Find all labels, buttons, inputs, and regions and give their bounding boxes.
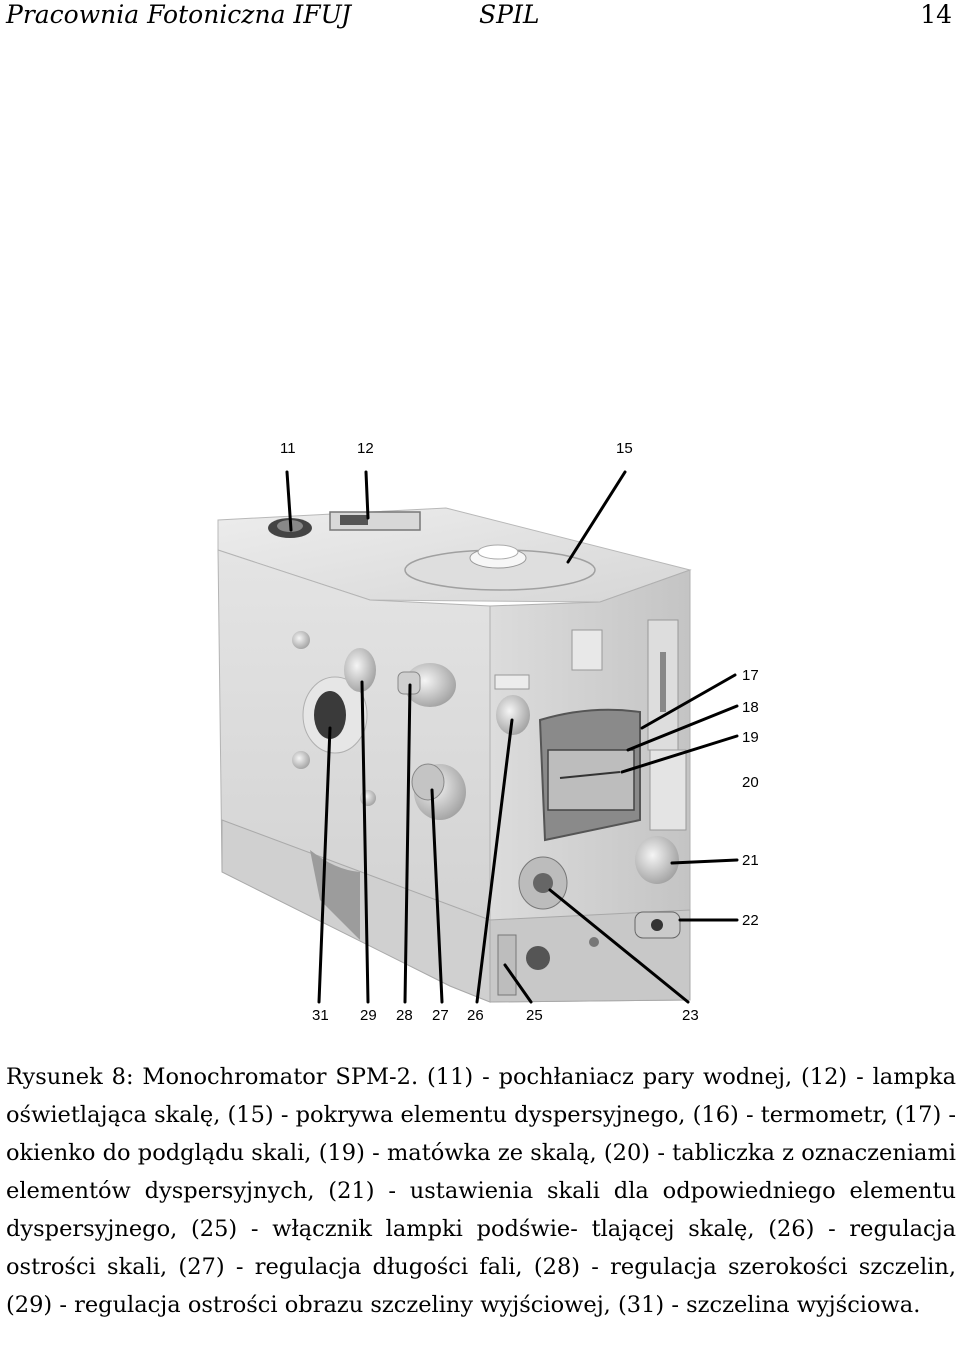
knob-21 [635, 836, 679, 884]
caption-line: (28) - regulacja szerokości szczelin, (2… [6, 1254, 956, 1318]
label-23: 23 [682, 1007, 699, 1024]
label-19: 19 [742, 729, 759, 746]
label-22: 22 [742, 912, 759, 929]
label-28: 28 [396, 1007, 413, 1024]
knob-26 [496, 695, 530, 735]
figure-labels: 11 12 15 17 18 19 20 21 22 31 29 28 27 2… [280, 440, 759, 1024]
figure-caption: Rysunek 8: Monochromator SPM-2. (11) - p… [6, 1058, 956, 1324]
caption-line: termometr, (17) - okienko do podglądu sk… [6, 1102, 957, 1166]
page-number: 14 [920, 0, 952, 29]
caption-line: wyjściowej, (31) - szczelina wyjściowa. [480, 1292, 921, 1318]
label-25: 25 [526, 1007, 543, 1024]
monochromator-figure: 11 12 15 17 18 19 20 21 22 31 29 28 27 2… [0, 420, 960, 1040]
knob-29 [344, 648, 376, 692]
label-27: 27 [432, 1007, 449, 1024]
label-11: 11 [280, 440, 296, 457]
caption-line: - lampka oświetlająca skalę, (15) - pokr… [6, 1064, 957, 1128]
caption-line: - tabliczka z oznaczeniami elementów dys… [6, 1140, 956, 1204]
maker-plate [571, 629, 603, 671]
side-features [494, 619, 687, 996]
label-29: 29 [360, 1007, 377, 1024]
monochromator-photo: 11 12 15 17 18 19 20 21 22 31 29 28 27 2… [217, 440, 759, 1024]
exit-slit [314, 691, 346, 739]
label-21: 21 [742, 852, 759, 869]
leader-lines [285, 470, 739, 1004]
caption-line: dla odpowiedniego elementu dyspersyjnego… [6, 1178, 957, 1242]
label-20: 20 [742, 774, 759, 791]
header-lab-name: Pracownia Fotoniczna IFUJ [6, 0, 352, 29]
label-12: 12 [357, 440, 374, 457]
caption-line: tlającej skalę, (26) - regulacja ostrośc… [6, 1216, 956, 1280]
ground-glass-scale [547, 749, 635, 811]
caption-line: Rysunek 8: Monochromator SPM-2. (11) - p… [6, 1064, 848, 1090]
label-15: 15 [616, 440, 633, 457]
header-course-name: SPIL [479, 0, 540, 29]
label-18: 18 [742, 699, 759, 716]
label-17: 17 [742, 667, 759, 684]
label-26: 26 [467, 1007, 484, 1024]
dispersive-table [649, 749, 687, 831]
page-header: Pracownia Fotoniczna IFUJ SPIL 14 [0, 0, 960, 32]
switch-25 [526, 946, 550, 970]
front-knobs [292, 631, 466, 820]
label-31: 31 [312, 1007, 329, 1024]
